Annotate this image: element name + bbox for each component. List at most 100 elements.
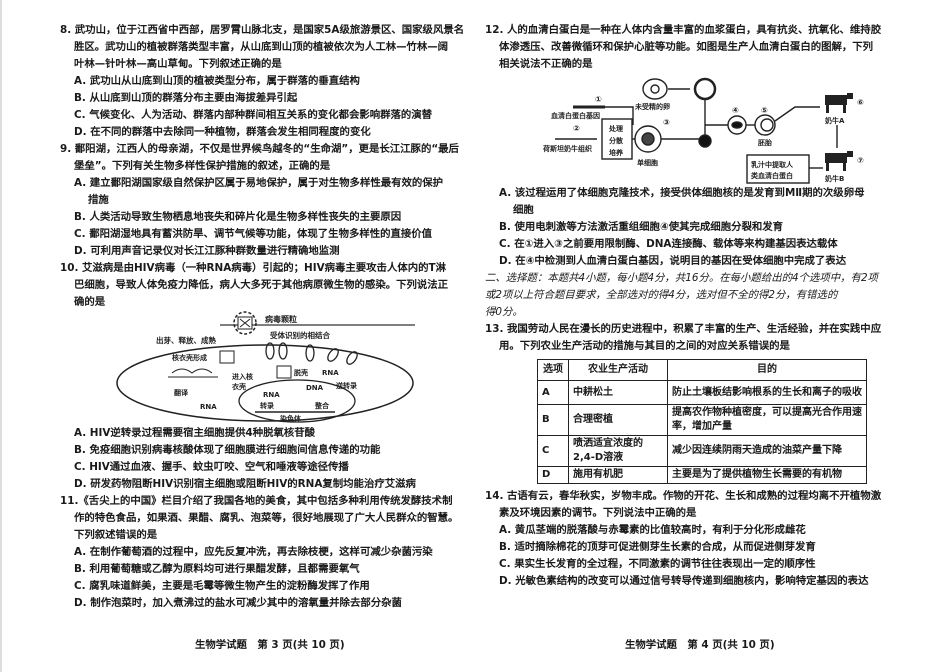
label-enter: 进入核 — [232, 372, 253, 381]
cow-icon — [825, 151, 853, 171]
table-row: D 施用有机肥 主要是为了提供植物生长需要的有机物 — [537, 466, 867, 484]
option-c: C. 鄱阳湖湿地具有蓄洪防旱、调节气候等功能，体现了生物多样性的直接价值 — [74, 228, 433, 240]
label-budding: 出芽、释放、成熟 — [156, 335, 216, 345]
label-integrate: 整合 — [314, 401, 330, 410]
option-b: B. 利用葡萄糖或乙醇为原料均可进行果醋发酵，且都需要氧气 — [74, 563, 360, 575]
label-milk: 乳汁中提取人 — [751, 160, 794, 169]
question-10: 10. 艾滋病是由HIV病毒（一种RNA病毒）引起的；HIV病毒主要攻击人体内的… — [60, 260, 480, 493]
cell: 减少因连续阴雨天造成的油菜产量下降 — [667, 435, 867, 467]
table-row: B 合理密植 提高农作物种植密度，可以提高光合作用速率，增加产量 — [537, 404, 867, 436]
stem-line: 叶林—针叶林—高山草甸。下列叙述正确的是 — [74, 58, 282, 70]
label-7: ⑦ — [857, 156, 864, 165]
stem-line: 体渗透压、改善微循环和保护心脏等功能。如图是生产人血清白蛋白的图解，下列 — [499, 41, 874, 53]
option-b: B. 使用电刺激等方法激活重组细胞④使其完成细胞分裂和发育 — [499, 221, 784, 233]
option-d: D. 可利用声音记录仪对长江江豚种群数量进行精确地监测 — [74, 245, 340, 257]
label-receptor: 受体识别的相结合 — [270, 330, 330, 340]
label-virion: 病毒颗粒 — [265, 314, 297, 324]
cell: 合理密植 — [568, 404, 668, 436]
cell: 提高农作物种植密度，可以提高光合作用速率，增加产量 — [667, 404, 867, 436]
cow-icon — [825, 93, 853, 113]
page-footer-3: 生物学试题 第 3 页(共 10 页) — [195, 639, 345, 651]
header-purpose: 目的 — [667, 359, 867, 381]
label-uncoat: 脱壳 — [294, 368, 308, 377]
label-cow-a: 奶牛A — [825, 116, 845, 125]
label-single-cell: 单细胞 — [637, 158, 658, 167]
label-rna-2: RNA — [200, 403, 217, 411]
section-2-instructions: 二、选择题：本题共4小题，每小题4分，共16分。在每小题给出的4个选项中，有2项… — [485, 270, 905, 321]
option-a-cont: 措施 — [88, 194, 109, 206]
option-a: A. 武功山从山底到山顶的植被类型分布，属于群落的垂直结构 — [74, 75, 360, 87]
stem-line: 12. 人的血清白蛋白是一种在人体内含量丰富的血浆蛋白，具有抗炎、抗氧化、维持胶 — [485, 24, 882, 36]
virion-icon — [233, 311, 257, 335]
section-line: 或2项以上符合题目要求，全部选对的得4分，选对但不全的得2分，有错选的 — [485, 289, 838, 301]
stem-line: 确的是 — [74, 296, 106, 308]
option-d: D. 研发药物阻断HIV识别宿主细胞或阻断HIV的RNA复制均能治疗艾滋病 — [74, 478, 416, 490]
hiv-lifecycle-diagram: 病毒颗粒 出芽、释放、成熟 受体识别的相结合 核衣壳形成 脱壳 RNA 逆转录 … — [116, 311, 415, 423]
cell: D — [537, 466, 569, 484]
cell: 施用有机肥 — [568, 466, 668, 484]
label-capsid: 核衣壳形成 — [172, 353, 207, 362]
label-process: 分散 — [609, 136, 623, 145]
stem-line: 堡垒”。下列有关生物多样性保护措施的叙述，正确的是 — [74, 160, 331, 172]
host-cell — [116, 344, 414, 422]
option-b: B. 免疫细胞识别病毒核酸体现了细胞膜进行细胞间信息传递的功能 — [74, 444, 381, 456]
option-d: D. 在④中检测到人血清白蛋白基因，说明目的基因在受体细胞中完成了表达 — [499, 255, 847, 267]
stem-line: 14. 古语有云，春华秋实，岁物丰成。作物的开花、生长和成熟的过程均离不开植物激 — [485, 490, 882, 502]
label-chromosome: 染色体 — [280, 414, 302, 423]
label-dna: DNA — [306, 384, 324, 392]
label-cow-b: 奶牛B — [825, 174, 844, 183]
label-process: 处理 — [608, 124, 623, 133]
albumin-production-diagram: ① 血清白蛋白基因 ② 荷斯坦奶牛组织 处理 分散 培养 ③ 单细胞 未受精的卵… — [542, 77, 864, 184]
stem-line: 13. 我国劳动人民在漫长的历史进程中，积累了丰富的生产、生活经验，并在实践中应 — [485, 323, 882, 335]
label-coat: 衣壳 — [232, 382, 246, 391]
label-transcribe: 转录 — [260, 401, 274, 410]
question-8: 8. 武功山，位于江西省中西部，居罗霄山脉北支，是国家5A级旅游景区、国家级风景… — [60, 22, 480, 141]
stem-line: 作的特色食品，如果酒、果醋、腐乳、泡菜等，很好地展现了广大人民群众的智慧。 — [74, 512, 459, 524]
stem-line: 11.《舌尖上的中国》栏目介绍了我国各地的美食，其中包括多种利用传统发酵技术制 — [60, 495, 453, 507]
cell: 主要是为了提供植物生长需要的有机物 — [667, 466, 867, 484]
label-2: ② — [573, 124, 580, 133]
label-4: ④ — [732, 106, 739, 115]
label-1: ① — [595, 95, 602, 104]
page-footer-4: 生物学试题 第 4 页(共 10 页) — [625, 639, 775, 651]
label-embryo: 胚胎 — [758, 138, 772, 147]
stem-line: 下列叙述错误的是 — [74, 529, 158, 541]
nucleus — [238, 379, 356, 423]
option-a: A. 黄瓜茎端的脱落酸与赤霉素的比值较高时，有利于分化形成雌花 — [499, 524, 806, 536]
stem-line: 胜区。武功山的植被群落类型丰富，从山底到山顶的植被依次为人工林—竹林—阔 — [74, 41, 449, 53]
table-header: 选项 农业生产活动 目的 — [537, 359, 867, 381]
table-row: A 中耕松土 防止土壤板结影响根系的生长和离子的吸收 — [537, 380, 867, 405]
stem-line: 10. 艾滋病是由HIV病毒（一种RNA病毒）引起的；HIV病毒主要攻击人体内的… — [60, 262, 446, 274]
label-5: ⑤ — [761, 106, 768, 115]
option-a-cont: 细胞 — [513, 204, 534, 216]
stem-line: 巴细胞，导致人体免疫力降低，病人大多死于其他病原微生物的感染。下列说法正 — [74, 279, 449, 291]
page-3-column: 8. 武功山，位于江西省中西部，居罗霄山脉北支，是国家5A级旅游景区、国家级风景… — [60, 22, 480, 612]
table-row: C 喷洒适宜浓度的2,4-D溶液 减少因连续阴雨天造成的油菜产量下降 — [537, 435, 867, 467]
option-a: A. 在制作葡萄酒的过程中，应先反复冲洗，再去除枝梗，这样可减少杂菌污染 — [74, 546, 433, 558]
page-4-column: 12. 人的血清白蛋白是一种在人体内含量丰富的血浆蛋白，具有抗炎、抗氧化、维持胶… — [485, 22, 905, 590]
stem-line: 9. 鄱阳湖，江西人的母亲湖，不仅是世界候鸟越冬的“生命湖”，更是长江江豚的“最… — [60, 143, 459, 155]
cell: 喷洒适宜浓度的2,4-D溶液 — [568, 435, 668, 467]
agriculture-table: 选项 农业生产活动 目的 A 中耕松土 防止土壤板结影响根系的生长和离子的吸收 … — [537, 359, 867, 484]
option-c: C. HIV通过血液、握手、蚊虫叮咬、空气和唾液等途径传播 — [74, 461, 349, 473]
stem-line: 用。下列农业生产活动的措施与其目的之间的对应关系错误的是 — [499, 340, 790, 352]
label-reverse-transcription: 逆转录 — [336, 381, 357, 390]
header-option: 选项 — [537, 359, 569, 381]
option-c: C. 腐乳味道鲜美，主要是毛霉等微生物产生的淀粉酶发挥了作用 — [74, 580, 370, 592]
receptor-icons — [265, 342, 358, 365]
option-a: A. HIV逆转录过程需要宿主细胞提供4种脱氧核苷酸 — [74, 427, 316, 439]
option-d: D. 制作泡菜时，加入煮沸过的盐水可减少其中的溶氧量并除去部分杂菌 — [74, 597, 402, 609]
label-gene: 血清白蛋白基因 — [551, 111, 600, 120]
cell: A — [537, 380, 569, 405]
option-b: B. 适时摘除棉花的顶芽可促进侧芽生长素的合成，从而促进侧芽发育 — [499, 541, 816, 553]
scan-edge — [0, 0, 2, 672]
section-line: 二、选择题：本题共4小题，每小题4分，共16分。在每小题给出的4个选项中，有2项 — [485, 272, 878, 284]
stem-line: 相关说法不正确的是 — [499, 58, 593, 70]
cell: 中耕松土 — [568, 380, 668, 405]
stem-line: 素及环境因素的调节。下列说法中正确的是 — [499, 507, 697, 519]
label-3: ③ — [663, 118, 670, 127]
option-c: C. 在①进入③之前要用限制酶、DNA连接酶、载体等来构建基因表达载体 — [499, 238, 838, 250]
label-egg: 未受精的卵 — [635, 102, 670, 111]
option-b: B. 从山底到山顶的群落分布主要由海拔差异引起 — [74, 92, 298, 104]
label-6: ⑥ — [857, 98, 864, 107]
